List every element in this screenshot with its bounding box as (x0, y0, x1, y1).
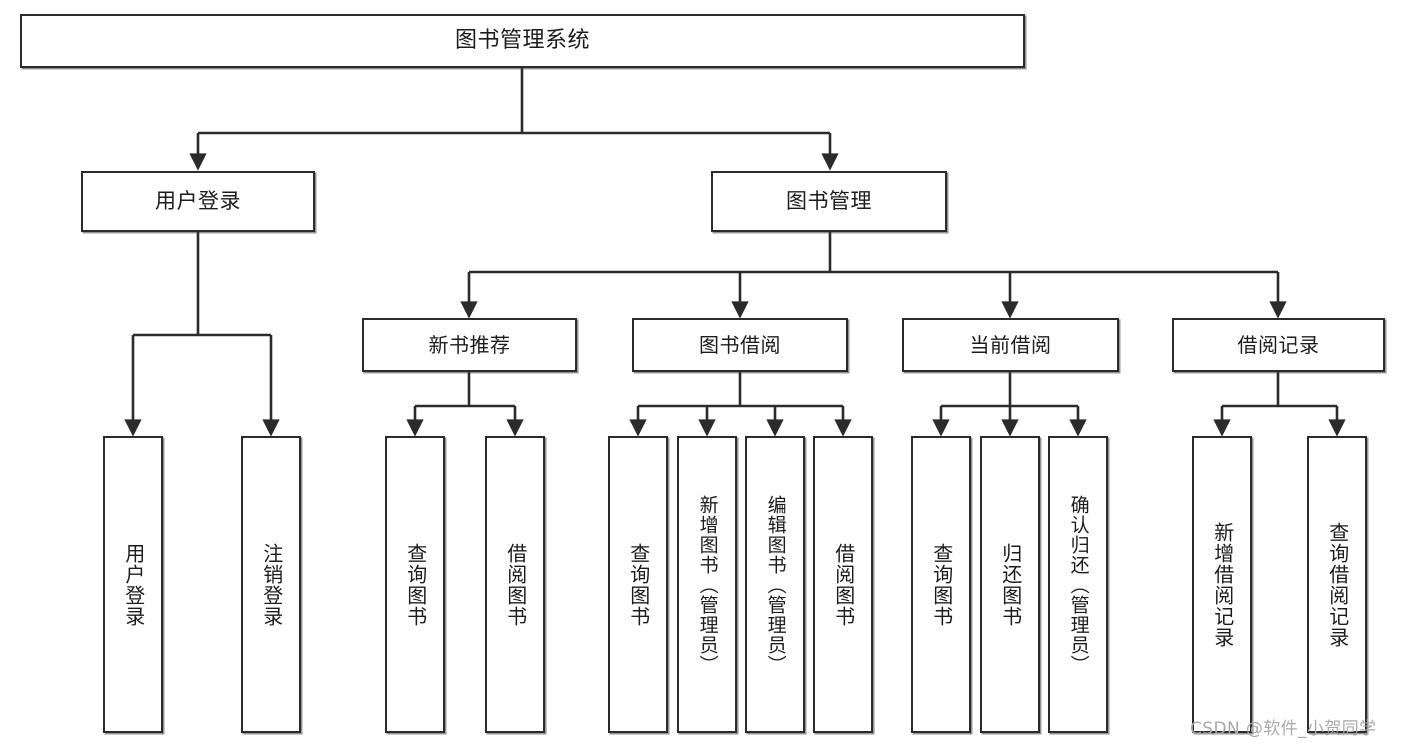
node-label: 图书管理系统 (454, 27, 590, 53)
leaf-new-book-query[interactable]: 查询图书 (385, 436, 445, 733)
node-label: 归还图书 (998, 542, 1023, 627)
node-label: 图书管理 (786, 188, 872, 213)
node-book-management[interactable]: 图书管理 (711, 171, 947, 232)
node-label: 用户登录 (121, 542, 146, 627)
node-label: 用户登录 (155, 188, 241, 213)
csdn-watermark: CSDN @软件_小贺同学 (1190, 719, 1377, 739)
node-root-book-management-system[interactable]: 图书管理系统 (20, 14, 1025, 68)
node-borrow-record[interactable]: 借阅记录 (1172, 318, 1385, 372)
node-label: 确认归还（管理员） (1067, 494, 1090, 675)
node-label: 查询图书 (626, 542, 651, 627)
leaf-current-borrow-query[interactable]: 查询图书 (911, 436, 971, 733)
node-label: 借阅图书 (831, 542, 856, 627)
node-label: 借阅记录 (1237, 332, 1320, 357)
node-label: 查询图书 (403, 542, 428, 627)
node-book-borrow[interactable]: 图书借阅 (632, 318, 848, 372)
node-label: 查询借阅记录 (1325, 521, 1350, 648)
leaf-current-borrow-confirm-admin[interactable]: 确认归还（管理员） (1048, 436, 1108, 733)
leaf-current-borrow-return[interactable]: 归还图书 (980, 436, 1040, 733)
node-label: 新增图书（管理员） (696, 494, 719, 675)
leaf-book-borrow-add-admin[interactable]: 新增图书（管理员） (677, 436, 737, 733)
node-label: 查询图书 (929, 542, 954, 627)
leaf-book-borrow-borrow[interactable]: 借阅图书 (813, 436, 873, 733)
node-label: 编辑图书（管理员） (764, 494, 787, 675)
node-user-login[interactable]: 用户登录 (81, 171, 315, 232)
node-label: 图书借阅 (699, 332, 781, 357)
node-label: 新增借阅记录 (1210, 521, 1235, 648)
node-new-book-recommend[interactable]: 新书推荐 (362, 318, 577, 372)
leaf-book-borrow-query[interactable]: 查询图书 (608, 436, 668, 733)
leaf-new-book-borrow[interactable]: 借阅图书 (485, 436, 545, 733)
node-label: 新书推荐 (428, 332, 511, 357)
node-label: 当前借阅 (969, 332, 1052, 357)
node-label: 借阅图书 (503, 542, 528, 627)
leaf-borrow-record-query[interactable]: 查询借阅记录 (1307, 436, 1367, 733)
leaf-book-borrow-edit-admin[interactable]: 编辑图书（管理员） (745, 436, 805, 733)
leaf-borrow-record-add[interactable]: 新增借阅记录 (1192, 436, 1252, 733)
leaf-user-login-login[interactable]: 用户登录 (103, 436, 163, 733)
leaf-user-login-logout[interactable]: 注销登录 (241, 436, 301, 733)
node-current-borrow[interactable]: 当前借阅 (902, 318, 1119, 372)
node-label: 注销登录 (259, 542, 284, 627)
